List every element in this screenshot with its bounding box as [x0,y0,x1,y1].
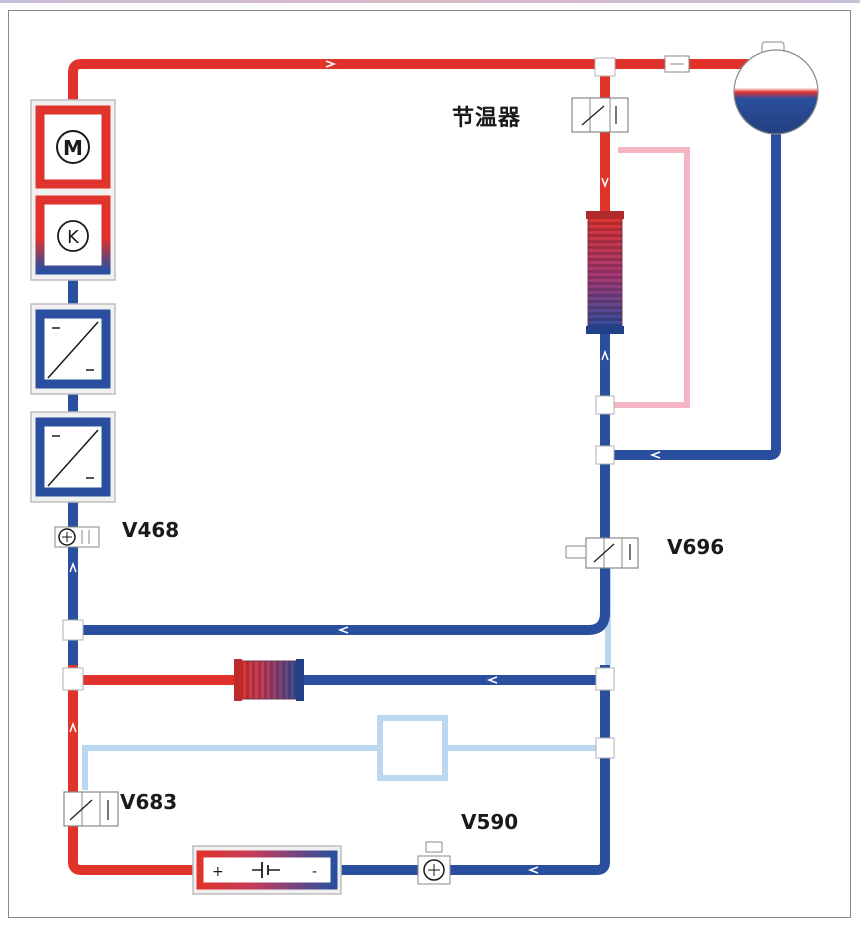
motor-letter: M [63,136,83,160]
v696-label: V696 [667,535,725,559]
electronic-module-1 [30,303,116,395]
flow-arrows [69,60,661,874]
pipe-junctions [62,57,616,759]
hot-pipes [68,59,752,875]
thermostat-label: 节温器 [452,106,522,131]
motor-icon [56,130,90,164]
junction-top-right [594,57,616,77]
v696-valve [565,537,639,569]
junction-reservoir-return [595,445,615,465]
v590-pump [417,841,451,885]
junction-left-hx [62,667,84,691]
v468-pump [54,526,100,548]
v683-valve [63,791,119,827]
inactive-pipe-light-blue [82,555,611,790]
clutch-letter: K [67,227,80,248]
top-edge-line [0,0,860,3]
junction-left-return [62,619,84,641]
v468-label: V468 [122,518,180,542]
heater-minus-sign: - [312,864,317,880]
diagram-frame [8,10,851,918]
coolant-cooler [586,211,624,334]
inactive-bypass-pipe-pink [610,147,690,408]
expansion-tank [733,41,819,135]
top-line-sensor [664,55,690,73]
pump-motor-block: M K [30,99,116,281]
cold-pipes [68,120,781,875]
junction-bypass-return [595,395,615,415]
electric-heater: + - [192,845,342,895]
electronic-module-2 [30,411,116,503]
heat-exchanger [234,659,304,701]
inactive-heat-exchanger-box [377,715,448,781]
v683-label: V683 [120,790,178,814]
junction-right-inactive [595,737,615,759]
heater-plus-sign: + [212,864,224,880]
clutch-icon [57,220,89,252]
junction-right-hx [595,667,615,691]
thermostat-valve [571,97,629,133]
v590-label: V590 [461,810,519,834]
